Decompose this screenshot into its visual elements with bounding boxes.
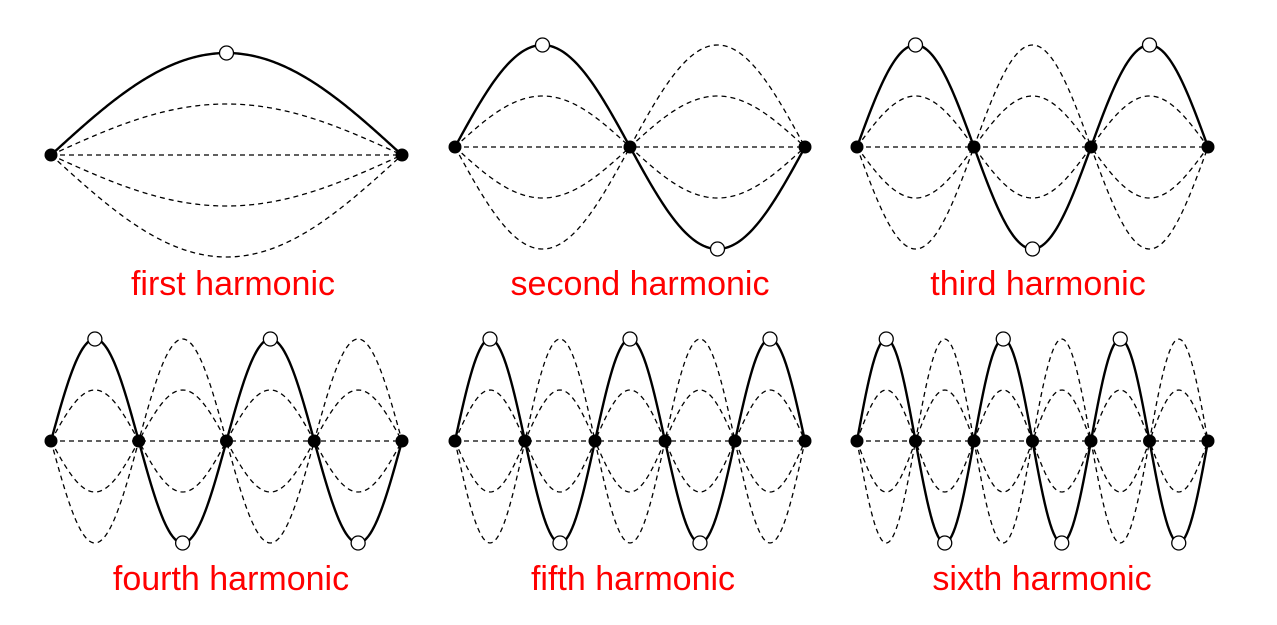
dashed-envelope-curve bbox=[856, 95, 1209, 199]
harmonic-panel-6 bbox=[850, 331, 1215, 551]
node-dot bbox=[623, 140, 637, 154]
node-dot bbox=[909, 434, 922, 448]
node-dot bbox=[658, 434, 672, 448]
antinode-circle bbox=[878, 331, 894, 347]
dashed-envelope-curve bbox=[454, 338, 806, 544]
node-dot bbox=[395, 434, 409, 448]
node-dot bbox=[1084, 434, 1098, 448]
antinode-circle bbox=[534, 37, 551, 53]
node-dot bbox=[728, 434, 742, 448]
node-dot bbox=[448, 140, 462, 154]
dashed-envelope-curve bbox=[454, 44, 806, 250]
node-dot bbox=[1084, 140, 1098, 154]
harmonic-panel-2 bbox=[448, 37, 812, 257]
antinode-circle bbox=[622, 331, 638, 347]
harmonic-label-4: fourth harmonic bbox=[113, 560, 349, 598]
node-dot bbox=[798, 140, 812, 154]
antinode-circle bbox=[1054, 535, 1070, 551]
node-dot bbox=[448, 434, 462, 448]
node-dot bbox=[307, 434, 321, 448]
node-dot bbox=[588, 434, 602, 448]
node-dot bbox=[967, 140, 981, 154]
dashed-envelope-curve bbox=[856, 44, 1209, 250]
node-dot bbox=[850, 434, 864, 448]
node-dot bbox=[395, 148, 409, 162]
antinode-circle bbox=[552, 535, 568, 551]
antinode-circle bbox=[1171, 535, 1187, 551]
dashed-envelope-curve bbox=[454, 389, 806, 493]
node-dot bbox=[967, 434, 981, 448]
node-dot bbox=[850, 140, 864, 154]
dashed-envelope-curve bbox=[50, 103, 403, 156]
dashed-envelope-curve bbox=[856, 95, 1209, 199]
harmonic-panel-1 bbox=[44, 45, 409, 258]
antinode-circle bbox=[907, 37, 924, 53]
harmonic-label-5: fifth harmonic bbox=[531, 560, 735, 598]
antinode-circle bbox=[262, 331, 279, 347]
dashed-envelope-curve bbox=[50, 338, 403, 544]
node-dot bbox=[1143, 434, 1156, 448]
node-dot bbox=[132, 434, 146, 448]
antinode-circle bbox=[1141, 37, 1158, 53]
antinode-circle bbox=[762, 331, 778, 347]
antinode-circle bbox=[995, 331, 1011, 347]
harmonic-label-6: sixth harmonic bbox=[932, 560, 1151, 598]
antinode-circle bbox=[692, 535, 708, 551]
node-dot bbox=[1026, 434, 1039, 448]
node-dot bbox=[1201, 434, 1215, 448]
dashed-envelope-curve bbox=[454, 389, 806, 493]
antinode-circle bbox=[1112, 331, 1128, 347]
harmonic-panel-5 bbox=[448, 331, 812, 551]
dashed-envelope-curve bbox=[50, 154, 403, 258]
node-dot bbox=[798, 434, 812, 448]
antinode-circle bbox=[218, 45, 235, 61]
node-dot bbox=[1201, 140, 1215, 154]
dashed-envelope-curve bbox=[50, 154, 403, 207]
node-dot bbox=[44, 148, 58, 162]
antinode-circle bbox=[1024, 241, 1041, 257]
node-dot bbox=[518, 434, 532, 448]
antinode-circle bbox=[350, 535, 366, 551]
antinode-circle bbox=[937, 535, 953, 551]
harmonic-label-1: first harmonic bbox=[131, 265, 335, 303]
harmonic-label-2: second harmonic bbox=[511, 265, 770, 303]
antinode-circle bbox=[709, 241, 726, 257]
harmonic-label-3: third harmonic bbox=[930, 265, 1145, 303]
antinode-circle bbox=[482, 331, 498, 347]
dashed-envelope-curve bbox=[50, 389, 403, 493]
harmonic-panel-3 bbox=[850, 37, 1215, 257]
antinode-circle bbox=[87, 331, 103, 347]
node-dot bbox=[220, 434, 233, 448]
dashed-envelope-curve bbox=[50, 389, 403, 493]
node-dot bbox=[44, 434, 58, 448]
antinode-circle bbox=[174, 535, 191, 551]
harmonic-panel-4 bbox=[44, 331, 409, 551]
